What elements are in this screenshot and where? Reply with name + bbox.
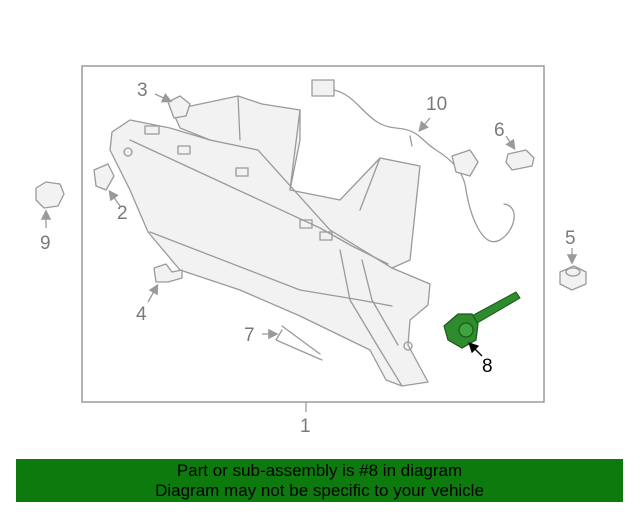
banner-line-part: Part or sub-assembly is #8 in diagram [176, 460, 463, 480]
callout-1: 1 [300, 416, 311, 437]
parts-diagram: 1 2 3 4 5 6 7 8 9 10 [35, 65, 587, 437]
callout-6: 6 [494, 120, 505, 141]
wire-harness-part [311, 79, 515, 243]
pin-part [154, 92, 191, 119]
damper-part-highlighted [443, 291, 521, 357]
info-banner: Part or sub-assembly is #8 in diagram Di… [16, 459, 623, 502]
callout-8: 8 [482, 356, 493, 377]
bulb-part [505, 135, 535, 171]
screw-part [147, 263, 183, 303]
callout-3: 3 [137, 80, 148, 101]
nut-part [559, 248, 587, 291]
assembly-frame [81, 65, 545, 403]
callout-2: 2 [117, 203, 128, 224]
callout-7: 7 [244, 325, 255, 346]
bumper-part [93, 163, 121, 207]
callout-5: 5 [565, 228, 576, 249]
banner-line-disclaimer: Diagram may not be specific to your vehi… [155, 480, 484, 500]
callout-10: 10 [426, 94, 447, 115]
clip-part [35, 181, 65, 228]
rod-part [262, 325, 323, 361]
callout-4: 4 [136, 304, 147, 325]
callout-9: 9 [40, 233, 51, 254]
glove-box [109, 95, 431, 387]
